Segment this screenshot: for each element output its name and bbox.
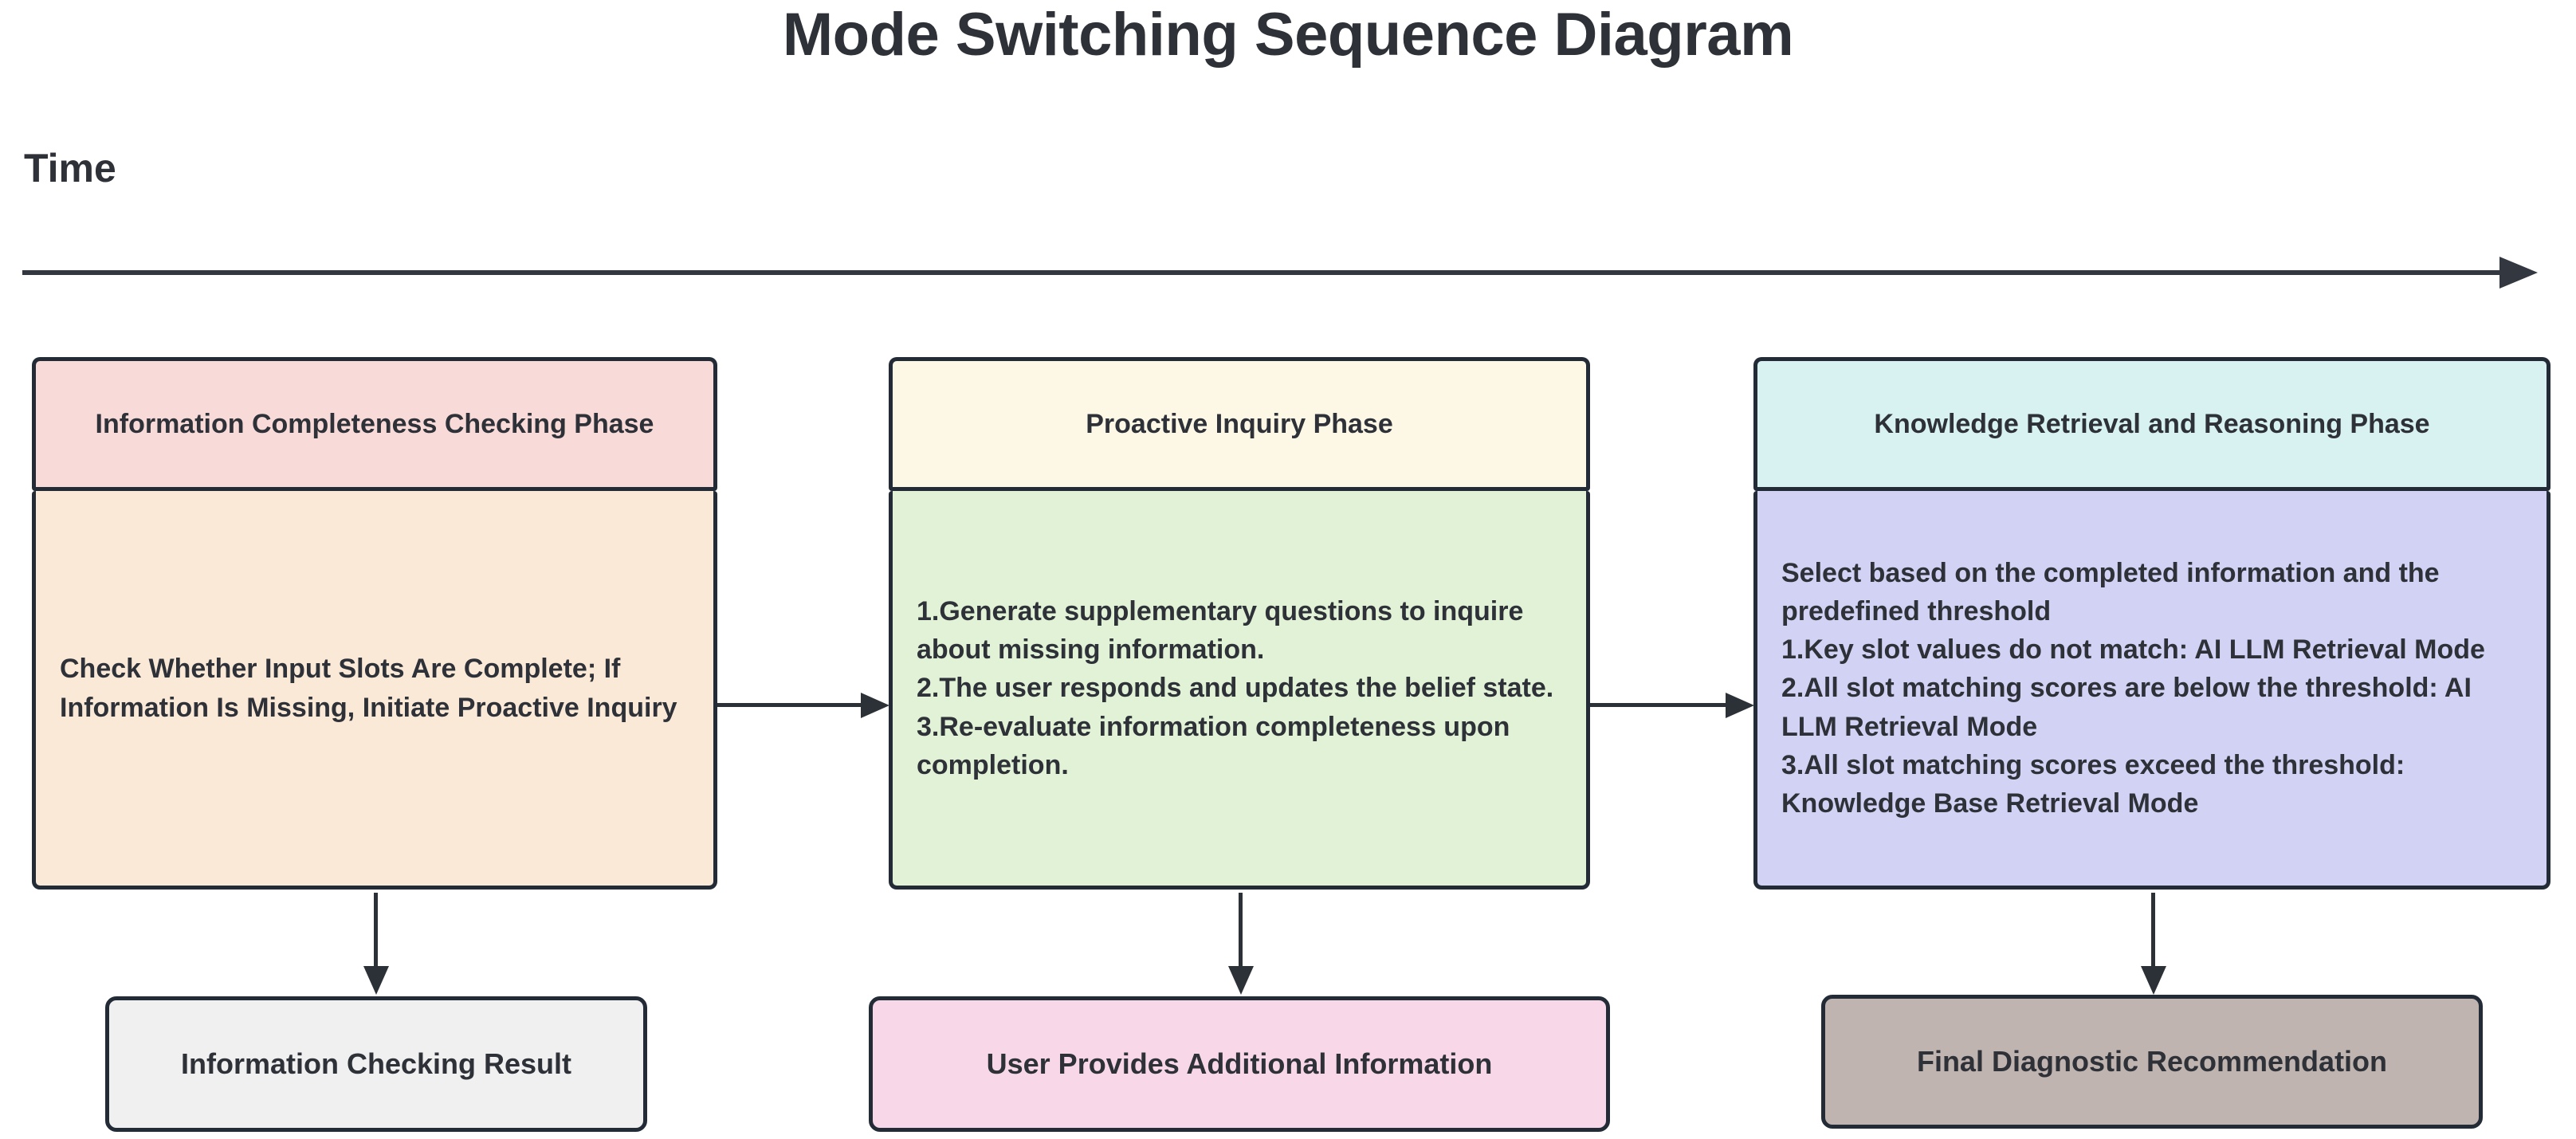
- time-axis-label: Time: [24, 146, 116, 190]
- page-title: Mode Switching Sequence Diagram: [782, 1, 1794, 69]
- connector-lane1-to-result1: [360, 893, 392, 996]
- phase-header-1: Information Completeness Checking Phase: [32, 357, 717, 491]
- phase-body-1: Check Whether Input Slots Are Complete; …: [32, 491, 717, 890]
- arrow-right-icon: [861, 693, 889, 718]
- connector-lane1-to-lane2: [717, 689, 891, 721]
- connector-lane2-to-result2: [1225, 893, 1257, 996]
- phase-body-3: Select based on the completed informatio…: [1753, 491, 2550, 890]
- connector-line: [374, 893, 378, 971]
- time-axis: [22, 257, 2550, 289]
- lane-knowledge-retrieval-and-reasoning: Knowledge Retrieval and Reasoning Phase …: [1753, 357, 2550, 890]
- result-box-final-diagnostic-recommendation: Final Diagnostic Recommendation: [1821, 995, 2483, 1129]
- connector-line: [2151, 893, 2155, 971]
- result-box-information-checking-result: Information Checking Result: [105, 996, 647, 1132]
- lane-information-completeness-checking: Information Completeness Checking Phase …: [32, 357, 717, 890]
- connector-line: [1590, 703, 1730, 707]
- arrow-right-icon: [1726, 693, 1754, 718]
- phase-header-2: Proactive Inquiry Phase: [889, 357, 1590, 491]
- phase-body-2: 1.Generate supplementary questions to in…: [889, 491, 1590, 890]
- arrow-right-icon: [2499, 257, 2538, 289]
- phase-header-3: Knowledge Retrieval and Reasoning Phase: [1753, 357, 2550, 491]
- connector-lane3-to-result3: [2138, 893, 2170, 996]
- result-box-user-provides-additional-information: User Provides Additional Information: [869, 996, 1610, 1132]
- arrow-down-icon: [1228, 966, 1254, 995]
- connector-line: [717, 703, 866, 707]
- arrow-down-icon: [363, 966, 389, 995]
- time-axis-line: [22, 270, 2509, 275]
- arrow-down-icon: [2141, 966, 2166, 995]
- connector-lane2-to-lane3: [1590, 689, 1756, 721]
- lane-proactive-inquiry: Proactive Inquiry Phase 1.Generate suppl…: [889, 357, 1590, 890]
- connector-line: [1239, 893, 1243, 971]
